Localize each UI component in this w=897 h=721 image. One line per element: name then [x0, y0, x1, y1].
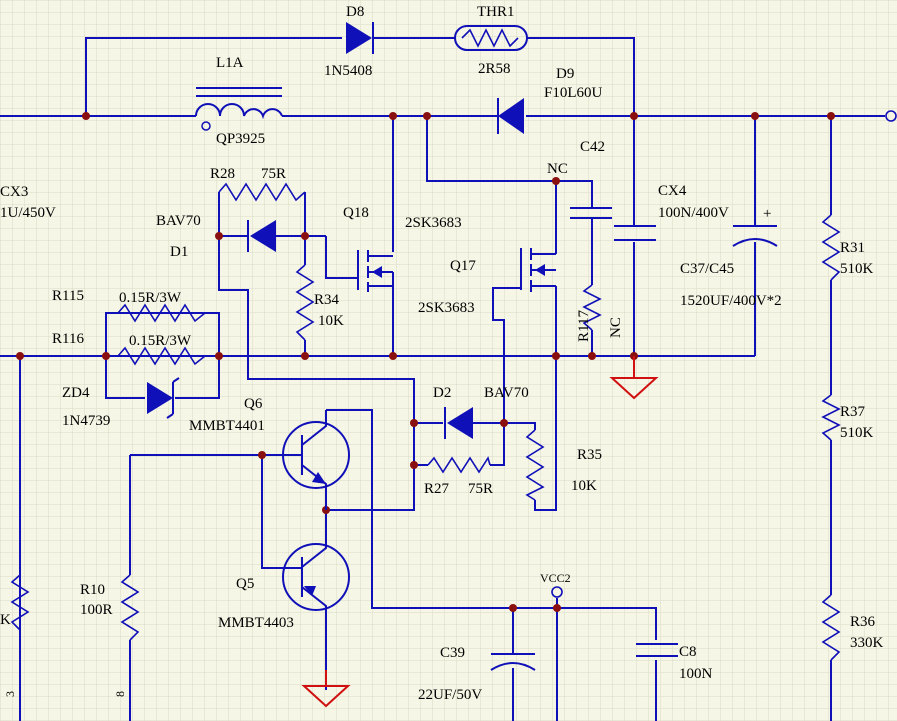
r28-resistor-symbol	[218, 182, 306, 202]
zd4-ref: ZD4	[62, 385, 90, 401]
d1-value: BAV70	[156, 213, 201, 229]
c39-ref: C39	[440, 645, 465, 661]
r34-ref: R34	[314, 292, 340, 308]
q6-value: MMBT4401	[189, 418, 265, 434]
left-edge-value: K	[0, 612, 11, 628]
d9-value: F10L60U	[544, 85, 603, 101]
q6-ref: Q6	[244, 396, 263, 412]
c37-ref: C37/C45	[680, 261, 734, 277]
r115-resistor-symbol	[117, 303, 206, 323]
r31-value: 510K	[840, 261, 874, 277]
cx4-value: 100N/400V	[658, 205, 729, 221]
junction-dots	[16, 112, 835, 612]
q17-value: 2SK3683	[418, 300, 475, 316]
c8-ref: C8	[679, 644, 697, 660]
wires	[0, 37, 885, 721]
r117-nc: NC	[608, 317, 624, 338]
r31-resistor-symbol	[821, 214, 841, 281]
r35-ref: R35	[577, 447, 602, 463]
q5-ref: Q5	[236, 576, 254, 592]
l1a-value: QP3925	[216, 131, 265, 147]
r115-ref: R115	[52, 288, 84, 304]
q17-ref: Q17	[450, 258, 476, 274]
d8-value: 1N5408	[324, 63, 372, 79]
d1-ref: D1	[170, 244, 188, 260]
c37-capacitor-symbol	[732, 225, 778, 247]
d8-ref: D8	[346, 4, 364, 20]
q18-mosfet-symbol	[357, 250, 393, 292]
r116-value: 0.15R/3W	[129, 333, 192, 349]
r10-resistor-symbol	[120, 574, 140, 641]
q5-value: MMBT4403	[218, 615, 294, 631]
c37-value: 1520UF/400V*2	[680, 293, 782, 309]
r27-value: 75R	[468, 481, 493, 497]
r36-resistor-symbol	[821, 594, 841, 661]
r115-value: 0.15R/3W	[119, 290, 182, 306]
r10-value: 100R	[80, 602, 113, 618]
r27-ref: R27	[424, 481, 450, 497]
zd4-value: 1N4739	[62, 413, 110, 429]
r34-value: 10K	[318, 313, 344, 329]
thr1-ref: THR1	[477, 4, 515, 20]
c42-ref: C42	[580, 139, 605, 155]
labels: D8 1N5408 THR1 2R58 L1A QP3925 D9 F10L60…	[0, 4, 884, 703]
q17-mosfet-symbol	[520, 248, 557, 292]
q6-npn-transistor-symbol	[282, 410, 350, 510]
q18-value: 2SK3683	[405, 215, 462, 231]
r10-ref: R10	[80, 582, 105, 598]
r27-resistor-symbol	[427, 456, 491, 474]
r37-value: 510K	[840, 425, 874, 441]
cx3-ref: CX3	[0, 184, 28, 200]
thr1-thermistor-symbol	[454, 25, 528, 51]
d8-diode-symbol	[346, 22, 374, 54]
cx4-ref: CX4	[658, 183, 687, 199]
r35-value: 10K	[571, 478, 597, 494]
r34-resistor-symbol	[295, 264, 315, 341]
r28-value: 75R	[261, 166, 286, 182]
c42-capacitor-symbol	[570, 207, 612, 219]
left-edge-pin: 3	[3, 691, 17, 697]
c39-capacitor-symbol	[490, 653, 536, 671]
left-edge-resistor-symbol	[10, 574, 30, 631]
ground-symbol-bottom	[301, 670, 351, 708]
r117-resistor-symbol	[582, 284, 602, 331]
thr1-value: 2R58	[478, 61, 511, 77]
d2-ref: D2	[433, 385, 451, 401]
d2-value: BAV70	[484, 385, 529, 401]
r31-ref: R31	[840, 240, 865, 256]
r35-resistor-symbol	[525, 429, 545, 501]
c8-value: 100N	[679, 666, 713, 682]
r116-resistor-symbol	[117, 346, 206, 366]
l1a-ref: L1A	[216, 55, 244, 71]
r10-pin: 8	[113, 691, 127, 697]
d9-ref: D9	[556, 66, 574, 82]
r37-resistor-symbol	[821, 394, 841, 441]
c42-nc: NC	[547, 161, 568, 177]
r37-ref: R37	[840, 404, 866, 420]
vcc2-label: VCC2	[540, 571, 571, 585]
zd4-zener-symbol	[147, 377, 180, 419]
ground-symbol-right	[609, 356, 659, 400]
r116-ref: R116	[52, 331, 84, 347]
q5-pnp-transistor-symbol	[282, 543, 350, 611]
r36-value: 330K	[850, 635, 884, 651]
cx4-capacitor-symbol	[614, 225, 656, 241]
r117-ref: R117	[576, 310, 592, 342]
l1a-inductor-symbol	[195, 87, 283, 131]
d9-diode-symbol	[497, 98, 524, 134]
vcc2-pin	[551, 586, 563, 598]
d2-diode-symbol	[444, 407, 473, 439]
q18-ref: Q18	[343, 205, 369, 221]
r36-ref: R36	[850, 614, 876, 630]
r28-ref: R28	[210, 166, 235, 182]
d1-diode-symbol	[247, 220, 276, 252]
c37-plus: +	[763, 206, 771, 222]
cx3-value: 1U/450V	[0, 205, 56, 221]
c39-value: 22UF/50V	[418, 687, 482, 703]
c8-capacitor-symbol	[636, 643, 678, 657]
output-terminal	[885, 110, 897, 122]
